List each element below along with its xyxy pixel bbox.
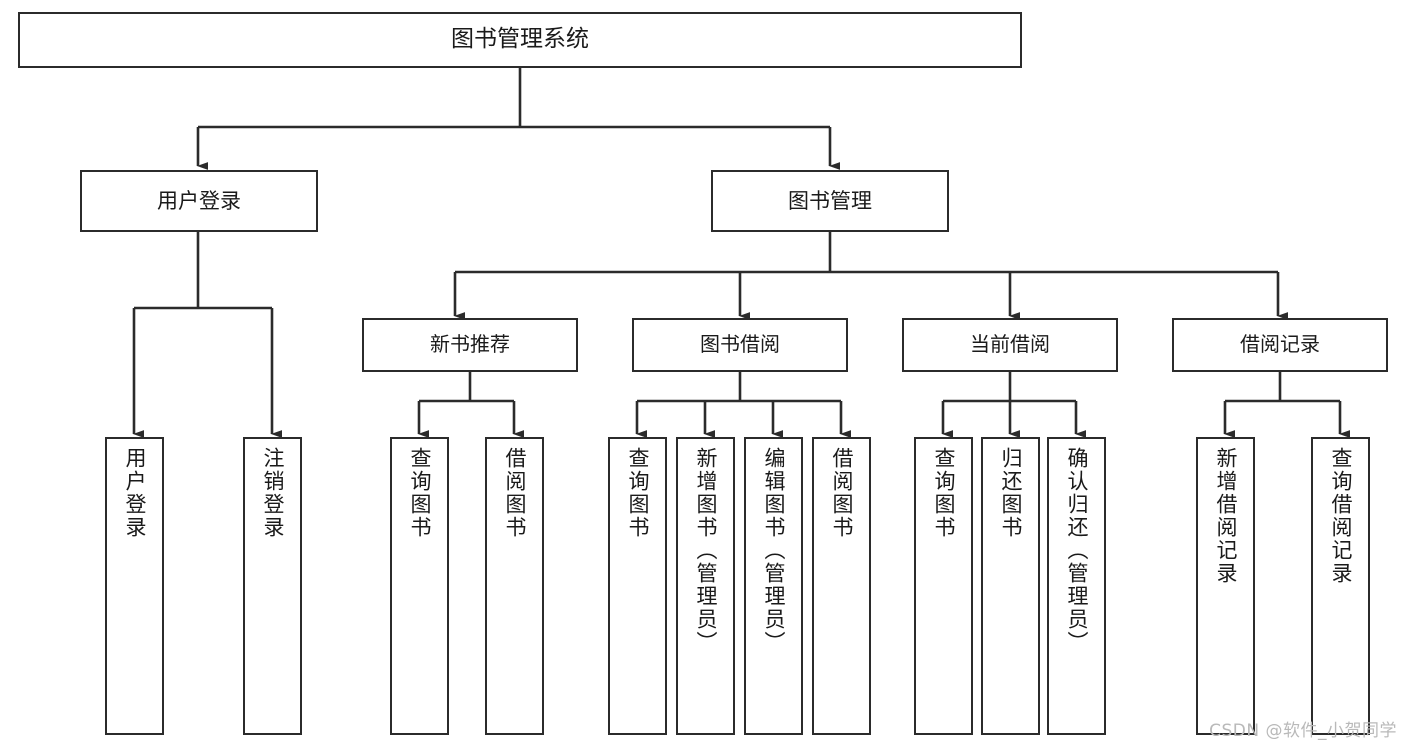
- watermark: CSDN @软件_小贺同学: [1209, 721, 1397, 741]
- node-new-book-recommend-label: 新书推荐: [430, 332, 510, 357]
- node-leaf-user-login-label: 用户登录: [123, 447, 147, 539]
- node-user-login[interactable]: 用户登录: [80, 170, 318, 232]
- node-leaf-borrow-book-1[interactable]: 借阅图书: [485, 437, 544, 735]
- node-leaf-confirm-return[interactable]: 确认归还（管理员）: [1047, 437, 1106, 735]
- node-leaf-return-book[interactable]: 归还图书: [981, 437, 1040, 735]
- node-leaf-user-logout[interactable]: 注销登录: [243, 437, 302, 735]
- node-leaf-edit-book-label: 编辑图书（管理员）: [762, 447, 786, 654]
- node-book-manage-label: 图书管理: [788, 188, 872, 213]
- node-leaf-edit-book[interactable]: 编辑图书（管理员）: [744, 437, 803, 735]
- node-borrow-record[interactable]: 借阅记录: [1172, 318, 1388, 372]
- node-leaf-query-record[interactable]: 查询借阅记录: [1311, 437, 1370, 735]
- node-leaf-query-book-1-label: 查询图书: [408, 447, 432, 539]
- node-leaf-query-book-2-label: 查询图书: [626, 447, 650, 539]
- node-leaf-return-book-label: 归还图书: [999, 447, 1023, 539]
- node-leaf-query-book-3-label: 查询图书: [932, 447, 956, 539]
- node-leaf-query-book-2[interactable]: 查询图书: [608, 437, 667, 735]
- node-leaf-borrow-book-1-label: 借阅图书: [503, 447, 527, 539]
- node-leaf-query-book-1[interactable]: 查询图书: [390, 437, 449, 735]
- node-leaf-query-record-label: 查询借阅记录: [1329, 447, 1353, 585]
- node-book-borrow[interactable]: 图书借阅: [632, 318, 848, 372]
- node-user-login-label: 用户登录: [157, 188, 241, 213]
- node-borrow-record-label: 借阅记录: [1240, 332, 1320, 357]
- node-leaf-borrow-book-2[interactable]: 借阅图书: [812, 437, 871, 735]
- node-leaf-add-record-label: 新增借阅记录: [1214, 447, 1238, 585]
- node-new-book-recommend[interactable]: 新书推荐: [362, 318, 578, 372]
- node-current-borrow-label: 当前借阅: [970, 332, 1050, 357]
- node-leaf-add-book-label: 新增图书（管理员）: [694, 447, 718, 654]
- node-root[interactable]: 图书管理系统: [18, 12, 1022, 68]
- node-leaf-add-book[interactable]: 新增图书（管理员）: [676, 437, 735, 735]
- node-book-borrow-label: 图书借阅: [700, 332, 780, 357]
- node-leaf-user-login[interactable]: 用户登录: [105, 437, 164, 735]
- node-book-manage[interactable]: 图书管理: [711, 170, 949, 232]
- node-leaf-add-record[interactable]: 新增借阅记录: [1196, 437, 1255, 735]
- node-leaf-borrow-book-2-label: 借阅图书: [830, 447, 854, 539]
- node-leaf-query-book-3[interactable]: 查询图书: [914, 437, 973, 735]
- node-current-borrow[interactable]: 当前借阅: [902, 318, 1118, 372]
- node-leaf-confirm-return-label: 确认归还（管理员）: [1065, 447, 1089, 654]
- node-leaf-user-logout-label: 注销登录: [261, 447, 285, 539]
- node-root-label: 图书管理系统: [451, 26, 589, 53]
